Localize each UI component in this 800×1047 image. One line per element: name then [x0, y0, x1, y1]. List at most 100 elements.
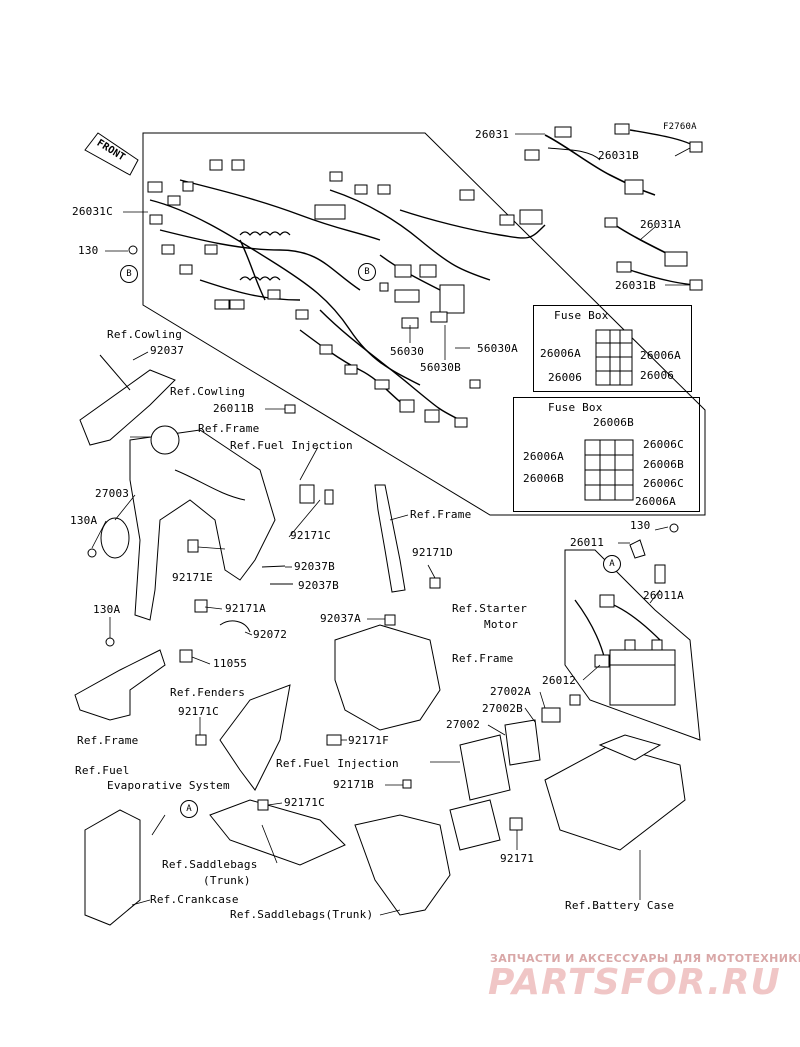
- fuse-box-1-grid: [595, 329, 633, 386]
- part-label: 11055: [213, 657, 248, 670]
- watermark-logo: PARTSFOR.RU: [488, 962, 781, 1003]
- fuse-box-2-right-b: 26006B: [643, 458, 684, 471]
- ref-label: Ref.Battery Case: [565, 899, 675, 912]
- ref-label: (Trunk): [203, 874, 251, 887]
- part-label: 92171A: [225, 602, 266, 615]
- harness-26031: [524, 126, 656, 196]
- fuse-box-1-left-b: 26006: [548, 371, 583, 384]
- fender-piece: [219, 684, 291, 791]
- ref-label: Ref.Frame: [198, 422, 260, 435]
- part-label: 92072: [253, 628, 288, 641]
- part-label: 26011B: [213, 402, 254, 415]
- fuse-box-1-left-a: 26006A: [540, 347, 581, 360]
- ref-label: Ref.Cowling: [107, 328, 183, 341]
- part-label: 130: [630, 519, 651, 532]
- ref-label: Motor: [484, 618, 519, 631]
- part-label: 26031A: [640, 218, 681, 231]
- part-label: 92037A: [320, 612, 361, 625]
- cover-27003: [100, 517, 130, 559]
- ref-label: Ref.Frame: [452, 652, 514, 665]
- ref-label: Ref.Frame: [77, 734, 139, 747]
- fuse-box-2-left-b: 26006B: [523, 472, 564, 485]
- part-label: 56030A: [477, 342, 518, 355]
- ref-label: Ref.Frame: [410, 508, 472, 521]
- ref-label: Ref.Crankcase: [150, 893, 239, 906]
- battery-case: [544, 744, 686, 851]
- part-label: 26031: [475, 128, 510, 141]
- part-label: 26011A: [643, 589, 684, 602]
- part-label: 26031B: [598, 149, 639, 162]
- saddlebag-bracket: [209, 799, 346, 866]
- ref-label: Ref.Fuel Injection: [230, 439, 353, 452]
- harness-26031B-bottom: [616, 261, 703, 291]
- cowling-bracket: [79, 369, 176, 446]
- part-label: 56030: [390, 345, 425, 358]
- ref-label: Ref.Saddlebags: [162, 858, 258, 871]
- part-label: 92171C: [290, 529, 331, 542]
- ecu-bracket: [449, 799, 501, 851]
- fuse-box-2-title: Fuse Box: [548, 401, 603, 414]
- fuse-box-2-top: 26006B: [593, 416, 634, 429]
- harness-26031B-top: [614, 123, 703, 153]
- part-label: 92171C: [178, 705, 219, 718]
- leader-lines: [91, 133, 691, 916]
- part-label: 27002A: [490, 685, 531, 698]
- part-label: 26011: [570, 536, 605, 549]
- ref-label: Ref.Fenders: [170, 686, 246, 699]
- fuse-box-2-right-d: 26006A: [635, 495, 676, 508]
- callout-a-2: A: [180, 800, 198, 818]
- ref-label: Ref.Saddlebags(Trunk): [230, 908, 374, 921]
- relay-27002A: [541, 707, 561, 723]
- part-label: 27002B: [482, 702, 523, 715]
- connectors: [147, 159, 543, 428]
- part-label: 26031B: [615, 279, 656, 292]
- part-label: 92171E: [172, 571, 213, 584]
- part-label: 27003: [95, 487, 130, 500]
- part-label: 130A: [70, 514, 98, 527]
- main-harness: [149, 179, 546, 421]
- part-label: 56030B: [420, 361, 461, 374]
- part-label: 92171F: [348, 734, 389, 747]
- wrapped-harness: [239, 231, 291, 236]
- watermark-tagline: ЗАПЧАСТИ И АКСЕССУАРЫ ДЛЯ МОТОТЕХНИКИ: [490, 952, 800, 965]
- ref-label: Ref.Fuel: [75, 764, 130, 777]
- part-label: 26031C: [72, 205, 113, 218]
- ref-label: Ref.Starter: [452, 602, 528, 615]
- ref-label: Ref.Cowling: [170, 385, 246, 398]
- fuse-box-1-right-a: 26006A: [640, 349, 681, 362]
- ref-label: Ref.Fuel Injection: [276, 757, 399, 770]
- fuse-box-1: [533, 305, 692, 392]
- fuse-box-2-right-c: 26006C: [643, 477, 684, 490]
- crankcase: [84, 809, 141, 926]
- fuse-box-2-right-a: 26006C: [643, 438, 684, 451]
- fuse-box-2: [513, 397, 700, 512]
- frame-crossmember: [334, 624, 441, 731]
- fuse-box-1-title: Fuse Box: [554, 309, 609, 322]
- part-label: 130A: [93, 603, 121, 616]
- part-label: 92171D: [412, 546, 453, 559]
- saddlebag-cover: [354, 814, 451, 916]
- frame: [129, 425, 276, 621]
- harness-26031A: [604, 217, 688, 267]
- callout-b-2: B: [358, 263, 376, 281]
- part-label: 92037: [150, 344, 185, 357]
- part-label: 92037B: [298, 579, 339, 592]
- part-label: 92171: [500, 852, 535, 865]
- part-label: 27002: [446, 718, 481, 731]
- battery: [609, 639, 676, 706]
- module-27002B: [504, 719, 541, 766]
- frame-tube: [374, 484, 406, 593]
- fuse-box-2-left-a: 26006A: [523, 450, 564, 463]
- fuse-box-1-right-b: 26006: [640, 369, 675, 382]
- callout-a-1: A: [603, 555, 621, 573]
- figure-code: F2760A: [663, 122, 697, 132]
- front-arrow: [84, 132, 139, 176]
- ecu-27002: [459, 734, 511, 801]
- part-label: 92037B: [294, 560, 335, 573]
- ref-label: Evaporative System: [107, 779, 230, 792]
- part-label: 92171C: [284, 796, 325, 809]
- callout-b-1: B: [120, 265, 138, 283]
- part-label: 130: [78, 244, 99, 257]
- fuse-box-2-grid: [584, 439, 634, 501]
